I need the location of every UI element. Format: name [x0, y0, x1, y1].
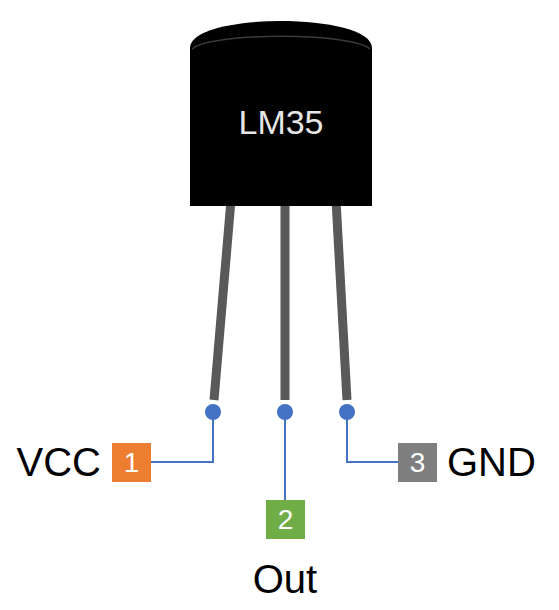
- pin-wire: [284, 412, 286, 500]
- pin-number-box: 1: [112, 443, 151, 482]
- sensor-leg: [281, 200, 290, 400]
- pin-dot: [205, 404, 221, 420]
- pin-dot: [277, 404, 293, 420]
- pin-number: 3: [410, 449, 426, 477]
- pin-number-box: 2: [266, 500, 305, 539]
- pin-number: 2: [278, 506, 294, 534]
- pin-wire: [347, 412, 398, 462]
- pin-wires: [151, 412, 398, 500]
- sensor-legs: [214, 200, 347, 400]
- pin-wire: [151, 412, 213, 462]
- part-name: LM35: [238, 105, 323, 139]
- pin-number: 1: [124, 449, 140, 477]
- pin-dot: [339, 404, 355, 420]
- pin-number-box: 3: [398, 443, 437, 482]
- body-edge-highlight: [192, 36, 370, 49]
- sensor-leg: [336, 200, 347, 400]
- sensor-leg: [214, 200, 231, 400]
- sensor-body: LM35: [190, 18, 372, 206]
- pin-name: Out: [253, 559, 317, 599]
- pin-dots: [205, 404, 355, 420]
- body-shape: [190, 21, 372, 206]
- pin-name: GND: [447, 442, 536, 482]
- pin-name: VCC: [17, 442, 101, 482]
